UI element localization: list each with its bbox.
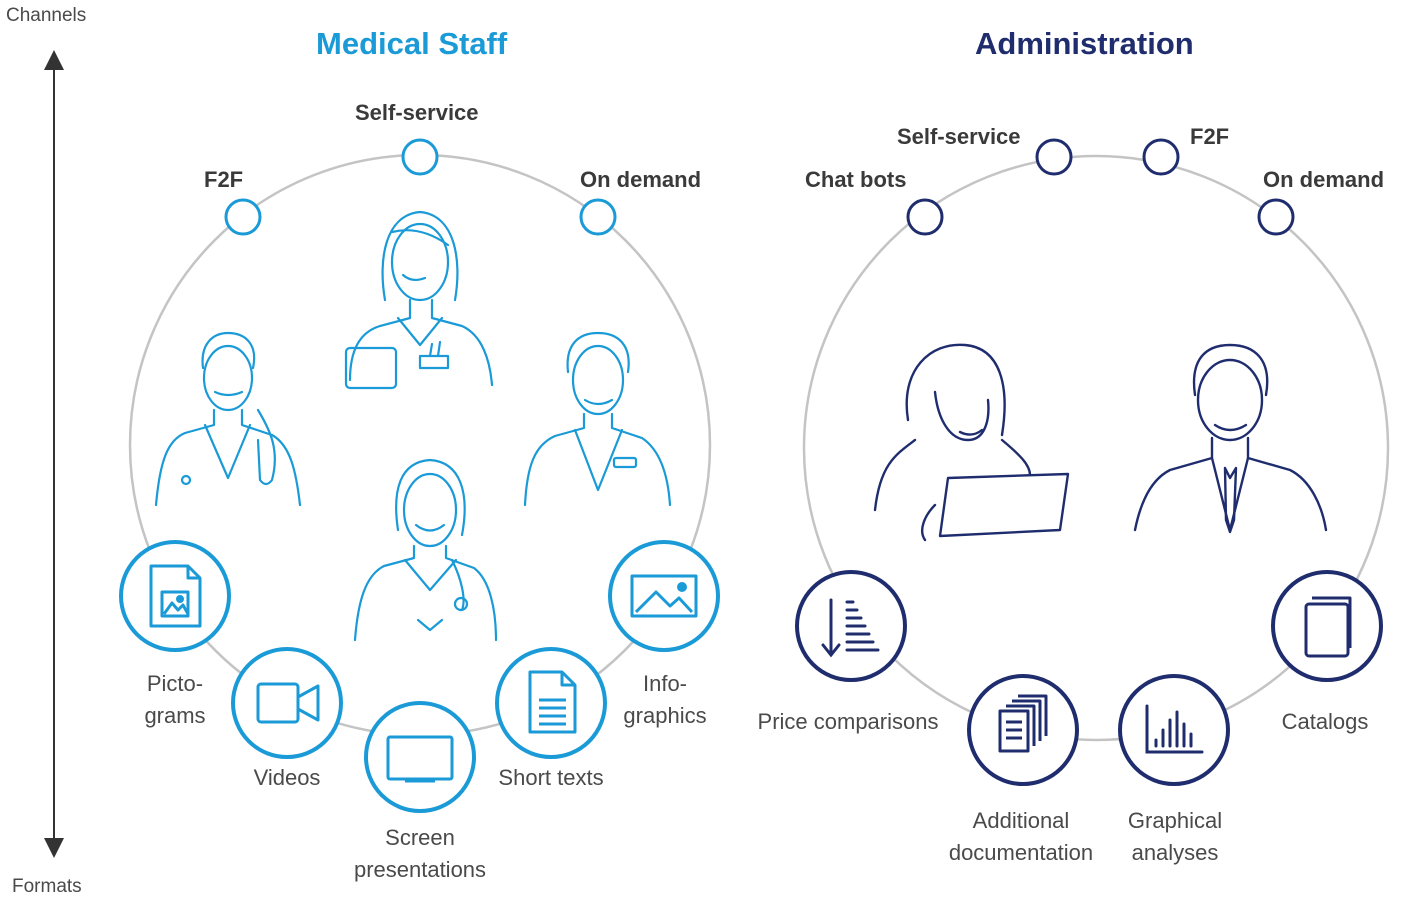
format-label-screen-presentations: Screen presentations (330, 822, 510, 886)
format-label-price-comparisons: Price comparisons (757, 709, 939, 734)
nurse-illustration (344, 210, 494, 390)
axis-bottom-label: Formats (12, 876, 82, 897)
format-label-line: Additional (972, 808, 1070, 833)
channel-node-chat-bots (906, 198, 944, 236)
format-label-line: Screen (385, 825, 455, 850)
format-label-pictograms: Picto- grams (120, 668, 230, 732)
medical-staff-title: Medical Staff (316, 26, 508, 61)
format-label-line: presentations (353, 857, 487, 882)
sort-descending-icon (795, 570, 907, 682)
channel-label-self-service: Self-service (355, 100, 479, 125)
axis-top-label: Channels (6, 5, 87, 26)
medical-staff-ring (128, 153, 712, 737)
document-icon (495, 647, 607, 759)
businesswoman-illustration (873, 343, 1070, 542)
video-icon (231, 647, 343, 759)
doctor-illustration (523, 331, 672, 507)
format-label-infographics: Info- graphics (605, 668, 725, 732)
documents-stack-icon (967, 674, 1079, 786)
channel-label-on-demand: On demand (580, 167, 702, 192)
format-label-graphical-analyses: Graphical analyses (1110, 805, 1240, 869)
catalog-book-icon (1271, 570, 1383, 682)
pictograms-icon (119, 540, 231, 652)
doctor-illustration (154, 331, 302, 507)
format-label-line: Picto- (146, 671, 204, 696)
format-label-additional-documentation: Additional documentation (936, 805, 1106, 869)
channel-label-chat-bots: Chat bots (805, 167, 907, 192)
channel-node-on-demand (1257, 198, 1295, 236)
channel-node-self-service (1035, 138, 1073, 176)
infographic-icon (608, 540, 720, 652)
format-label-short-texts: Short texts (498, 765, 604, 790)
format-label-catalogs: Catalogs (1281, 709, 1369, 734)
format-label-line: documentation (948, 840, 1094, 865)
channel-node-self-service (401, 138, 439, 176)
channel-label-f2f: F2F (204, 167, 244, 192)
format-label-line: Graphical (1127, 808, 1223, 833)
channel-label-self-service: Self-service (897, 124, 1021, 149)
format-label-line: analyses (1131, 840, 1219, 865)
channel-node-f2f (1142, 138, 1180, 176)
format-label-videos: Videos (253, 765, 321, 790)
format-label-line: Info- (642, 671, 688, 696)
format-label-line: grams (144, 703, 206, 728)
channel-label-on-demand: On demand (1263, 167, 1385, 192)
businessman-illustration (1133, 343, 1328, 534)
nurse-illustration (353, 458, 498, 642)
format-label-line: graphics (623, 703, 707, 728)
channel-node-on-demand (579, 198, 617, 236)
channel-node-f2f (224, 198, 262, 236)
administration-title: Administration (975, 26, 1194, 61)
channel-label-f2f: F2F (1190, 124, 1230, 149)
bar-chart-icon (1118, 674, 1230, 786)
administration-ring (802, 154, 1390, 742)
screen-icon (364, 701, 476, 813)
